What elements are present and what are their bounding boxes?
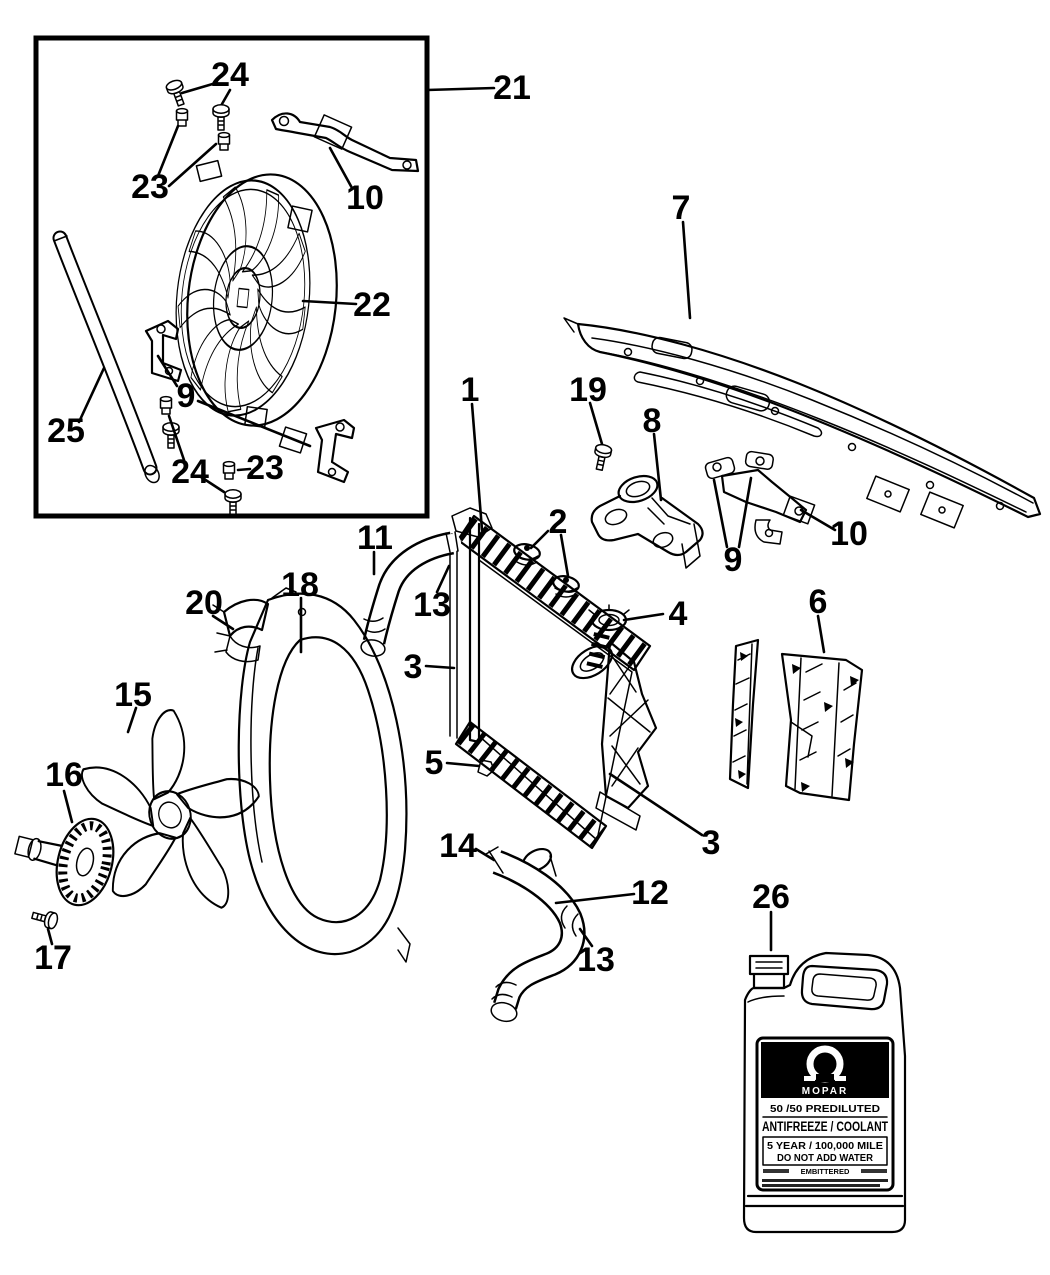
jug-label: MOPAR 50 /50 PREDILUTED ANTIFREEZE / COO…	[755, 1036, 895, 1192]
jug-line4: DO NOT ADD WATER	[777, 1153, 874, 1164]
clip-23-bottom-mid	[222, 460, 236, 480]
callout-13b: 13	[577, 941, 615, 979]
coolant-jug: MOPAR 50 /50 PREDILUTED ANTIFREEZE / COO…	[742, 951, 907, 1234]
callout-20: 20	[185, 584, 223, 622]
callout-25: 25	[47, 412, 85, 450]
fan-blade	[80, 709, 263, 913]
fan-side-bracket-right	[314, 418, 356, 484]
filler-neck	[552, 575, 580, 598]
clip-23-top-mid	[217, 131, 231, 151]
callout-14: 14	[439, 827, 477, 865]
callout-3b: 3	[702, 824, 721, 862]
screw-24-bottom-mid	[224, 489, 242, 516]
leader-lines	[46, 81, 837, 952]
callout-10b: 10	[830, 515, 868, 553]
fan-side-bracket-left	[144, 319, 183, 383]
callout-3: 3	[404, 648, 423, 686]
jug-line3: 5 YEAR / 100,000 MILE	[767, 1141, 883, 1152]
callout-7: 7	[672, 189, 691, 227]
callout-19: 19	[569, 371, 607, 409]
callout-1: 1	[461, 371, 480, 409]
fan-shroud	[237, 587, 411, 963]
callout-8: 8	[643, 402, 662, 440]
fan-clutch	[14, 817, 115, 907]
drain-cock	[477, 759, 495, 777]
callout-24b: 24	[171, 453, 209, 491]
callout-11: 11	[357, 519, 393, 557]
callout-5: 5	[425, 744, 444, 782]
jug-line2: ANTIFREEZE / COOLANT	[762, 1119, 889, 1134]
screw-24-top-mid	[212, 104, 230, 131]
callout-9b: 9	[724, 541, 743, 579]
air-seal-pair	[728, 638, 864, 802]
jug-brand: MOPAR	[802, 1086, 848, 1097]
clip-23-bottom-left	[159, 395, 173, 415]
upper-hose	[360, 531, 461, 657]
callout-23: 23	[131, 168, 169, 206]
callout-21: 21	[493, 69, 531, 107]
clutch-screw	[29, 906, 60, 931]
callout-16: 16	[45, 756, 83, 794]
mopar-logo	[804, 1045, 846, 1083]
side-member	[595, 640, 658, 831]
lower-hose	[485, 846, 586, 1023]
shroud-top-piece	[212, 598, 270, 663]
callout-18: 18	[281, 566, 319, 604]
support-bracket	[590, 474, 704, 569]
callout-2: 2	[549, 503, 568, 541]
clip-23-top-left	[175, 107, 189, 127]
callout-26: 26	[752, 878, 790, 916]
callout-17: 17	[34, 939, 72, 977]
closure-panel	[563, 317, 1042, 529]
callout-12: 12	[631, 874, 669, 912]
jug-line1: 50 /50 PREDILUTED	[770, 1104, 880, 1115]
callout-10: 10	[346, 179, 384, 217]
callout-23b: 23	[246, 449, 284, 487]
fan-upper-bracket	[270, 112, 420, 173]
callout-6: 6	[809, 583, 828, 621]
callouts: 1 2 3 3 4 5 6 7 8 9 9 10 10 11 12 13 13 …	[34, 56, 868, 979]
callout-15: 15	[114, 676, 152, 714]
radiator-screw	[590, 442, 614, 473]
callout-4: 4	[669, 595, 688, 633]
jug-line5: EMBITTERED	[801, 1167, 850, 1176]
radiator-cap	[513, 543, 541, 566]
callout-22: 22	[353, 286, 391, 324]
callout-13: 13	[413, 586, 451, 624]
aux-fan-assembly-box	[33, 35, 430, 519]
callout-24: 24	[211, 56, 249, 94]
callout-9: 9	[177, 377, 196, 415]
radiator	[442, 507, 658, 887]
mount-bracket-cluster	[704, 450, 816, 545]
overflow-hose	[52, 230, 160, 484]
